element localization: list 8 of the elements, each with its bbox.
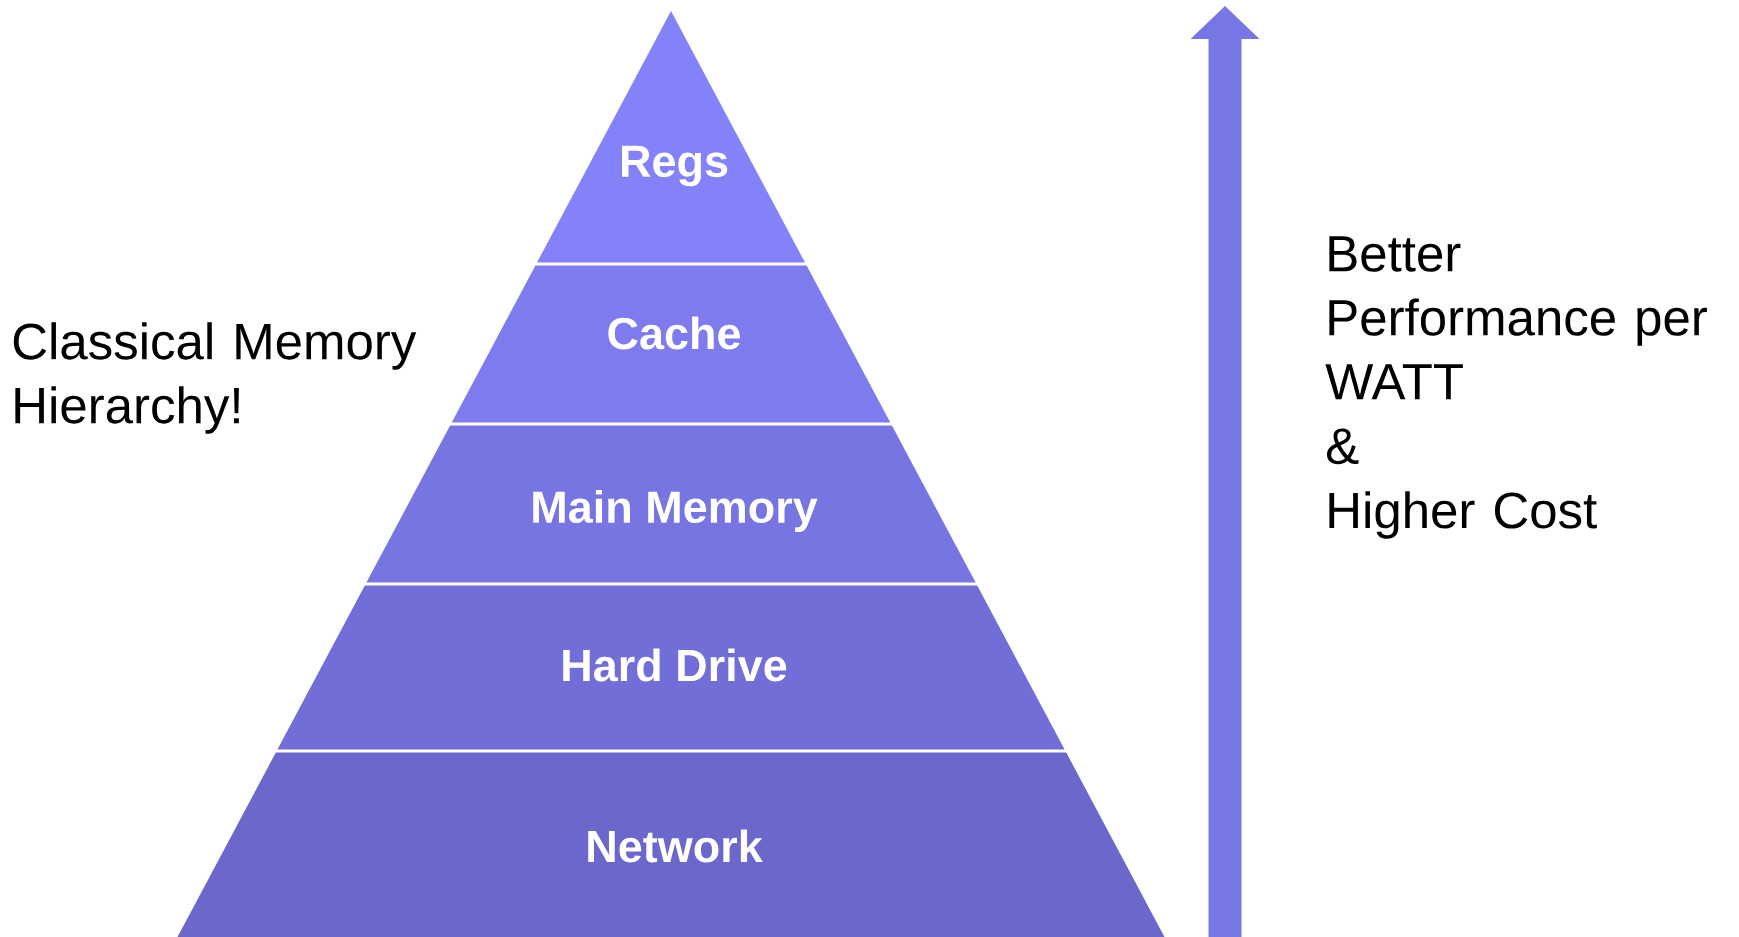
pyramid-layer: Regs <box>536 11 806 264</box>
side-label: Better Performance per WATT <box>1325 236 1707 400</box>
side-label: Higher Cost <box>1329 491 1597 539</box>
pyramid-layer: Hard Drive <box>276 584 1066 751</box>
pyramid-layer: Cache <box>450 264 892 424</box>
side-label: & <box>1327 428 1359 465</box>
pyramid-layer: Main Memory <box>365 424 977 584</box>
pyramid-layer: Network <box>177 751 1165 937</box>
